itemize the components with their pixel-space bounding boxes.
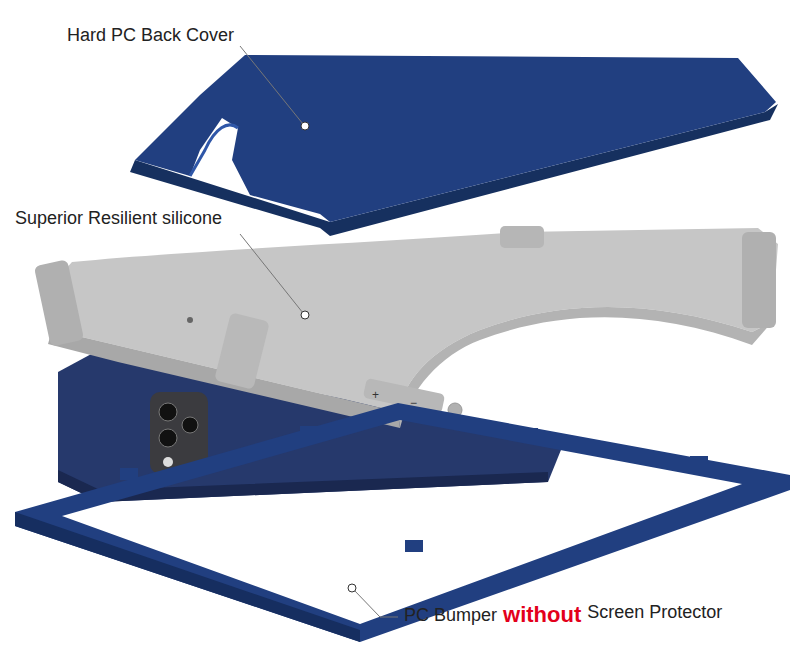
callout-label: PC Bumper: [404, 605, 497, 627]
camera-cutout: [190, 125, 238, 176]
leader-dot: [348, 584, 356, 592]
camera-lens: [182, 417, 198, 433]
back-cover: [130, 55, 778, 236]
silicone-layer: [34, 226, 778, 428]
bumper-tab: [405, 540, 423, 552]
leader-line: [354, 590, 398, 617]
leader-line: [240, 234, 303, 313]
bumper-tab: [120, 468, 138, 480]
callout-label: +: [372, 388, 379, 402]
camera-lens: [159, 403, 177, 421]
bumper-tab: [300, 426, 318, 438]
bumper-frame: [15, 403, 790, 642]
callout-label: Screen Protector: [587, 602, 722, 624]
bumper-tab: [520, 428, 538, 440]
camera-flash: [163, 457, 173, 467]
bumper-face: [15, 403, 790, 642]
leader-dot: [301, 311, 309, 319]
silicone-wall: [398, 307, 772, 428]
silicone-hole: [187, 317, 193, 323]
bumper-tab: [690, 456, 708, 468]
leader-dot: [301, 122, 309, 130]
callout-label: −: [410, 396, 417, 410]
callout-label: Hard PC Back Cover: [67, 25, 234, 47]
leader-line: [240, 46, 303, 124]
corner-bumper: [214, 312, 270, 390]
camera-lens: [159, 429, 177, 447]
corner-bumper: [34, 259, 84, 346]
corner-bumper: [500, 226, 544, 248]
bumper-side: [15, 512, 360, 642]
leader-lines: [240, 46, 398, 617]
corner-bumper: [742, 232, 776, 328]
back-cover-face: [135, 55, 776, 222]
callout-label: without: [503, 602, 581, 628]
callout-label: Superior Resilient silicone: [15, 208, 222, 230]
